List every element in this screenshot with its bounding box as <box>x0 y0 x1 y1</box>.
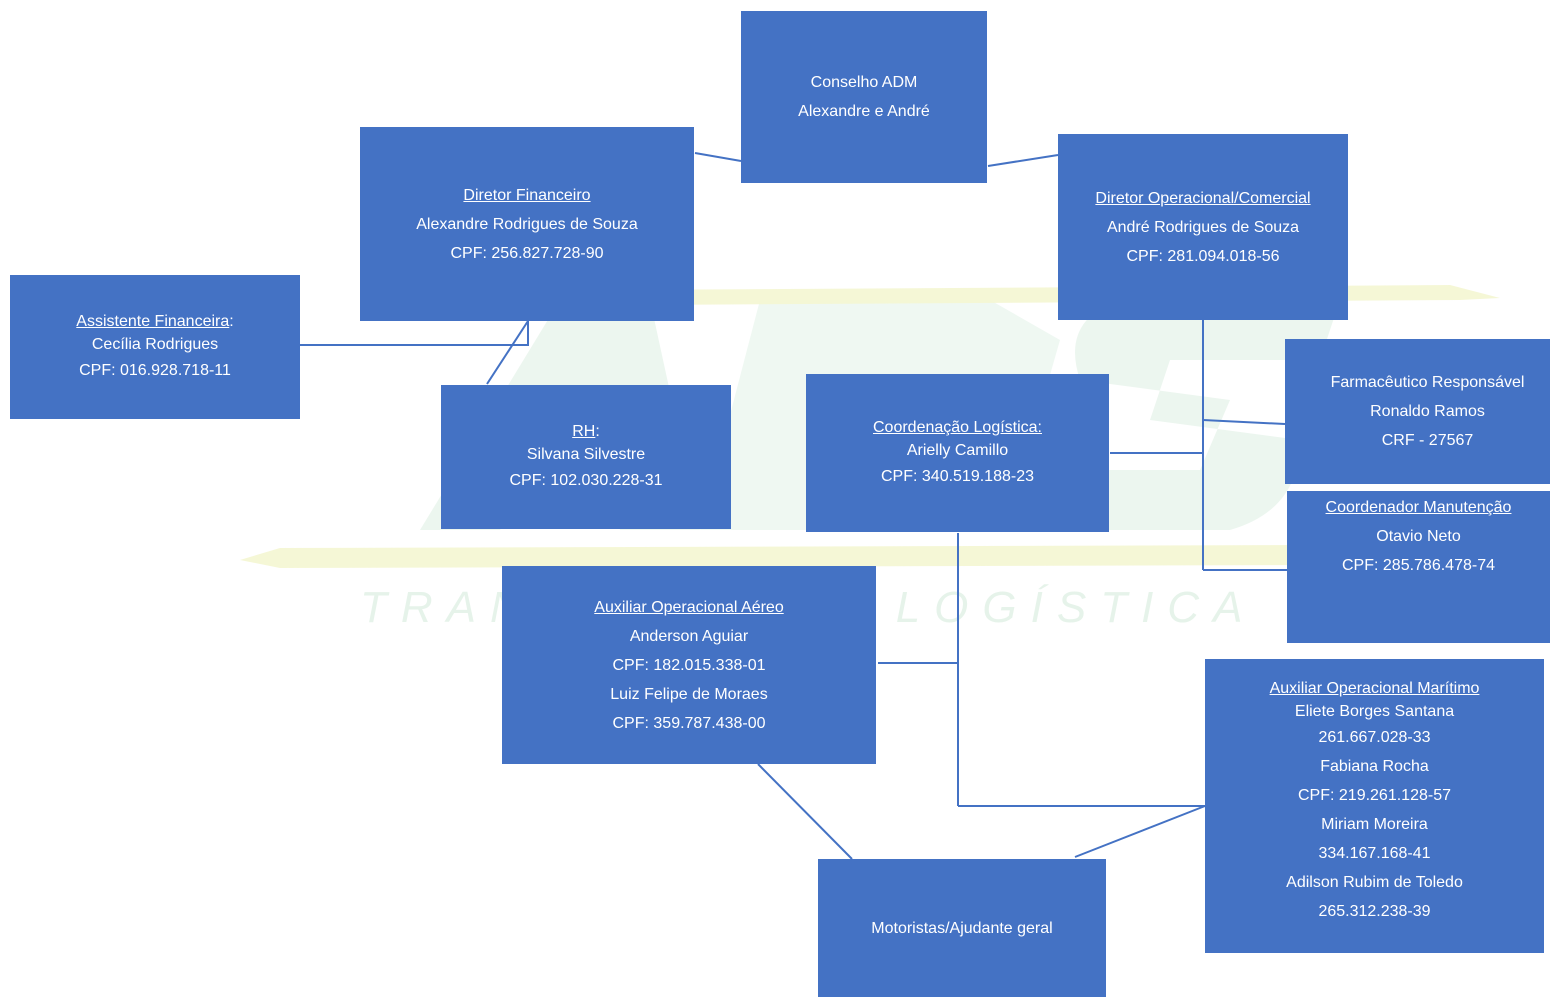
auxiliar-aereo-cpf-1: CPF: 182.015.338-01 <box>612 656 766 674</box>
connector-conselho-financeiro <box>694 152 742 162</box>
conselho-members: Alexandre e André <box>798 103 930 120</box>
box-coordenacao-logistica[interactable]: Coordenação Logística: Arielly Camillo C… <box>806 374 1109 532</box>
box-diretor-financeiro[interactable]: Diretor Financeiro Alexandre Rodrigues d… <box>360 127 694 321</box>
coordenacao-logistica-name: Arielly Camillo <box>906 441 1009 459</box>
auxiliar-maritimo-id-2: CPF: 219.261.128-57 <box>1298 787 1451 804</box>
farmaceutico-name: Ronaldo Ramos <box>1370 403 1485 420</box>
assistente-financeira-cpf: CPF: 016.928.718-11 <box>79 361 231 379</box>
box-rh[interactable]: RH: Silvana Silvestre CPF: 102.030.228-3… <box>441 385 731 529</box>
box-coordenador-manutencao[interactable]: Coordenador Manutenção Otavio Neto CPF: … <box>1287 491 1550 643</box>
diretor-operacional-name: André Rodrigues de Souza <box>1106 218 1300 236</box>
auxiliar-maritimo-id-4: 265.312.238-39 <box>1318 903 1431 920</box>
auxiliar-aereo-name-1: Anderson Aguiar <box>629 627 749 645</box>
box-auxiliar-operacional-maritimo[interactable]: Auxiliar Operacional Marítimo Eliete Bor… <box>1205 659 1544 953</box>
connector-financeiro-assistente <box>300 321 529 346</box>
auxiliar-maritimo-title: Auxiliar Operacional Marítimo <box>1269 680 1480 697</box>
auxiliar-maritimo-name-1: Eliete Borges Santana <box>1294 703 1455 720</box>
diretor-financeiro-title: Diretor Financeiro <box>463 186 591 204</box>
diretor-financeiro-cpf: CPF: 256.827.728-90 <box>450 244 604 262</box>
connector-aereo-motoristas <box>757 763 853 860</box>
auxiliar-maritimo-name-3: Miriam Moreira <box>1321 816 1428 833</box>
auxiliar-maritimo-id-1: 261.667.028-33 <box>1318 729 1431 746</box>
connector-trunk-farmaceutico <box>1202 419 1286 425</box>
coordenador-manutencao-cpf: CPF: 285.786.478-74 <box>1342 557 1495 574</box>
auxiliar-aereo-title: Auxiliar Operacional Aéreo <box>594 598 784 616</box>
auxiliar-aereo-name-2: Luiz Felipe de Moraes <box>610 685 768 703</box>
connector-conselho-operacional <box>987 154 1059 167</box>
box-motoristas-ajudante[interactable]: Motoristas/Ajudante geral <box>818 859 1106 997</box>
assistente-financeira-name: Cecília Rodrigues <box>91 335 219 353</box>
coordenador-manutencao-title: Coordenador Manutenção <box>1325 499 1512 516</box>
coordenador-manutencao-name: Otavio Neto <box>1376 528 1461 545</box>
coordenacao-logistica-cpf: CPF: 340.519.188-23 <box>881 467 1034 485</box>
auxiliar-aereo-cpf-2: CPF: 359.787.438-00 <box>612 714 766 732</box>
connector-financeiro-rh <box>486 320 529 385</box>
conselho-title: Conselho ADM <box>810 74 918 91</box>
box-auxiliar-operacional-aereo[interactable]: Auxiliar Operacional Aéreo Anderson Agui… <box>502 566 876 764</box>
auxiliar-maritimo-name-4: Adilson Rubim de Toledo <box>1286 874 1463 891</box>
assistente-financeira-heading: Assistente Financeira: <box>76 310 233 333</box>
auxiliar-maritimo-name-2: Fabiana Rocha <box>1320 758 1429 775</box>
motoristas-label: Motoristas/Ajudante geral <box>871 919 1053 937</box>
assistente-financeira-colon: : <box>229 312 234 330</box>
box-diretor-operacional[interactable]: Diretor Operacional/Comercial André Rodr… <box>1058 134 1348 320</box>
box-farmaceutico-responsavel[interactable]: Farmacêutico Responsável Ronaldo Ramos C… <box>1285 339 1550 484</box>
assistente-financeira-title: Assistente Financeira <box>76 312 230 330</box>
diretor-financeiro-name: Alexandre Rodrigues de Souza <box>416 215 638 233</box>
rh-title: RH <box>572 422 596 440</box>
rh-heading: RH: <box>572 420 600 443</box>
rh-name: Silvana Silvestre <box>526 445 646 463</box>
farmaceutico-title: Farmacêutico Responsável <box>1330 374 1525 391</box>
box-assistente-financeira[interactable]: Assistente Financeira: Cecília Rodrigues… <box>10 275 300 419</box>
coordenacao-logistica-title: Coordenação Logística: <box>873 418 1042 436</box>
rh-cpf: CPF: 102.030.228-31 <box>509 471 663 489</box>
diretor-operacional-title: Diretor Operacional/Comercial <box>1095 189 1311 207</box>
watermark-swoosh-bottom <box>240 545 1340 568</box>
diretor-operacional-cpf: CPF: 281.094.018-56 <box>1126 247 1280 265</box>
connector-maritimo-motoristas <box>1074 805 1206 858</box>
farmaceutico-crf: CRF - 27567 <box>1381 432 1474 449</box>
rh-colon: : <box>595 422 600 440</box>
box-conselho-adm[interactable]: Conselho ADM Alexandre e André <box>741 11 987 183</box>
auxiliar-maritimo-id-3: 334.167.168-41 <box>1318 845 1431 862</box>
